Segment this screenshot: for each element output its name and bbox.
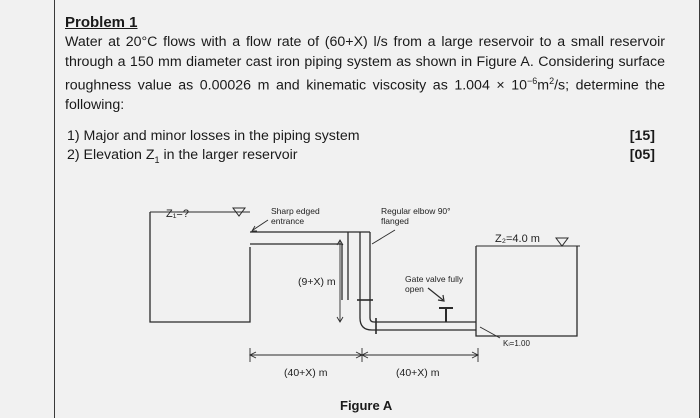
figure-caption: Figure A	[340, 398, 393, 413]
large-reservoir	[149, 212, 251, 323]
horizontal-length-right: (40+X) m	[396, 367, 440, 379]
question-2-marks: [05]	[629, 147, 655, 163]
vertical-length-label: (9+X) m	[298, 276, 336, 288]
loss-coefficient-label: Kₗ=1.00	[503, 339, 530, 348]
question-2-post: in the larger reservoir	[159, 147, 298, 163]
z1-label: Z₁=?	[166, 208, 189, 220]
question-2: 2) Elevation Z1 in the larger reservoir	[67, 147, 298, 165]
question-2-pre: 2) Elevation Z	[67, 147, 155, 163]
gate-valve-label-2: open	[405, 284, 424, 294]
question-1-marks: [15]	[629, 128, 655, 144]
entrance-label-2: entrance	[271, 216, 304, 226]
statement-exponent: −6	[527, 76, 538, 86]
water-level-marker-left	[232, 207, 246, 217]
statement-exponent2: 2	[549, 76, 555, 86]
elbow-label: Regular elbow 90°	[381, 206, 451, 216]
horizontal-length-left: (40+X) m	[284, 367, 328, 379]
statement-part3: /s; determine the following:	[65, 77, 665, 114]
statement-part2: m	[537, 77, 550, 94]
small-reservoir	[475, 246, 578, 337]
water-level-marker-right	[555, 237, 569, 247]
problem-statement: Water at 20°C flows with a flow rate of …	[65, 33, 665, 116]
problem-title: Problem 1	[65, 14, 138, 31]
entrance-label: Sharp edged	[271, 206, 320, 216]
statement-part1: Water at 20°C flows with a flow rate of …	[65, 34, 665, 94]
question-2-sub: 1	[154, 154, 160, 165]
elbow-label-2: flanged	[381, 216, 409, 226]
gate-valve	[439, 307, 453, 322]
question-1: 1) Major and minor losses in the piping …	[67, 128, 360, 144]
z2-label: Z₂=4.0 m	[495, 233, 540, 245]
gate-valve-label: Gate valve fully	[405, 274, 464, 284]
